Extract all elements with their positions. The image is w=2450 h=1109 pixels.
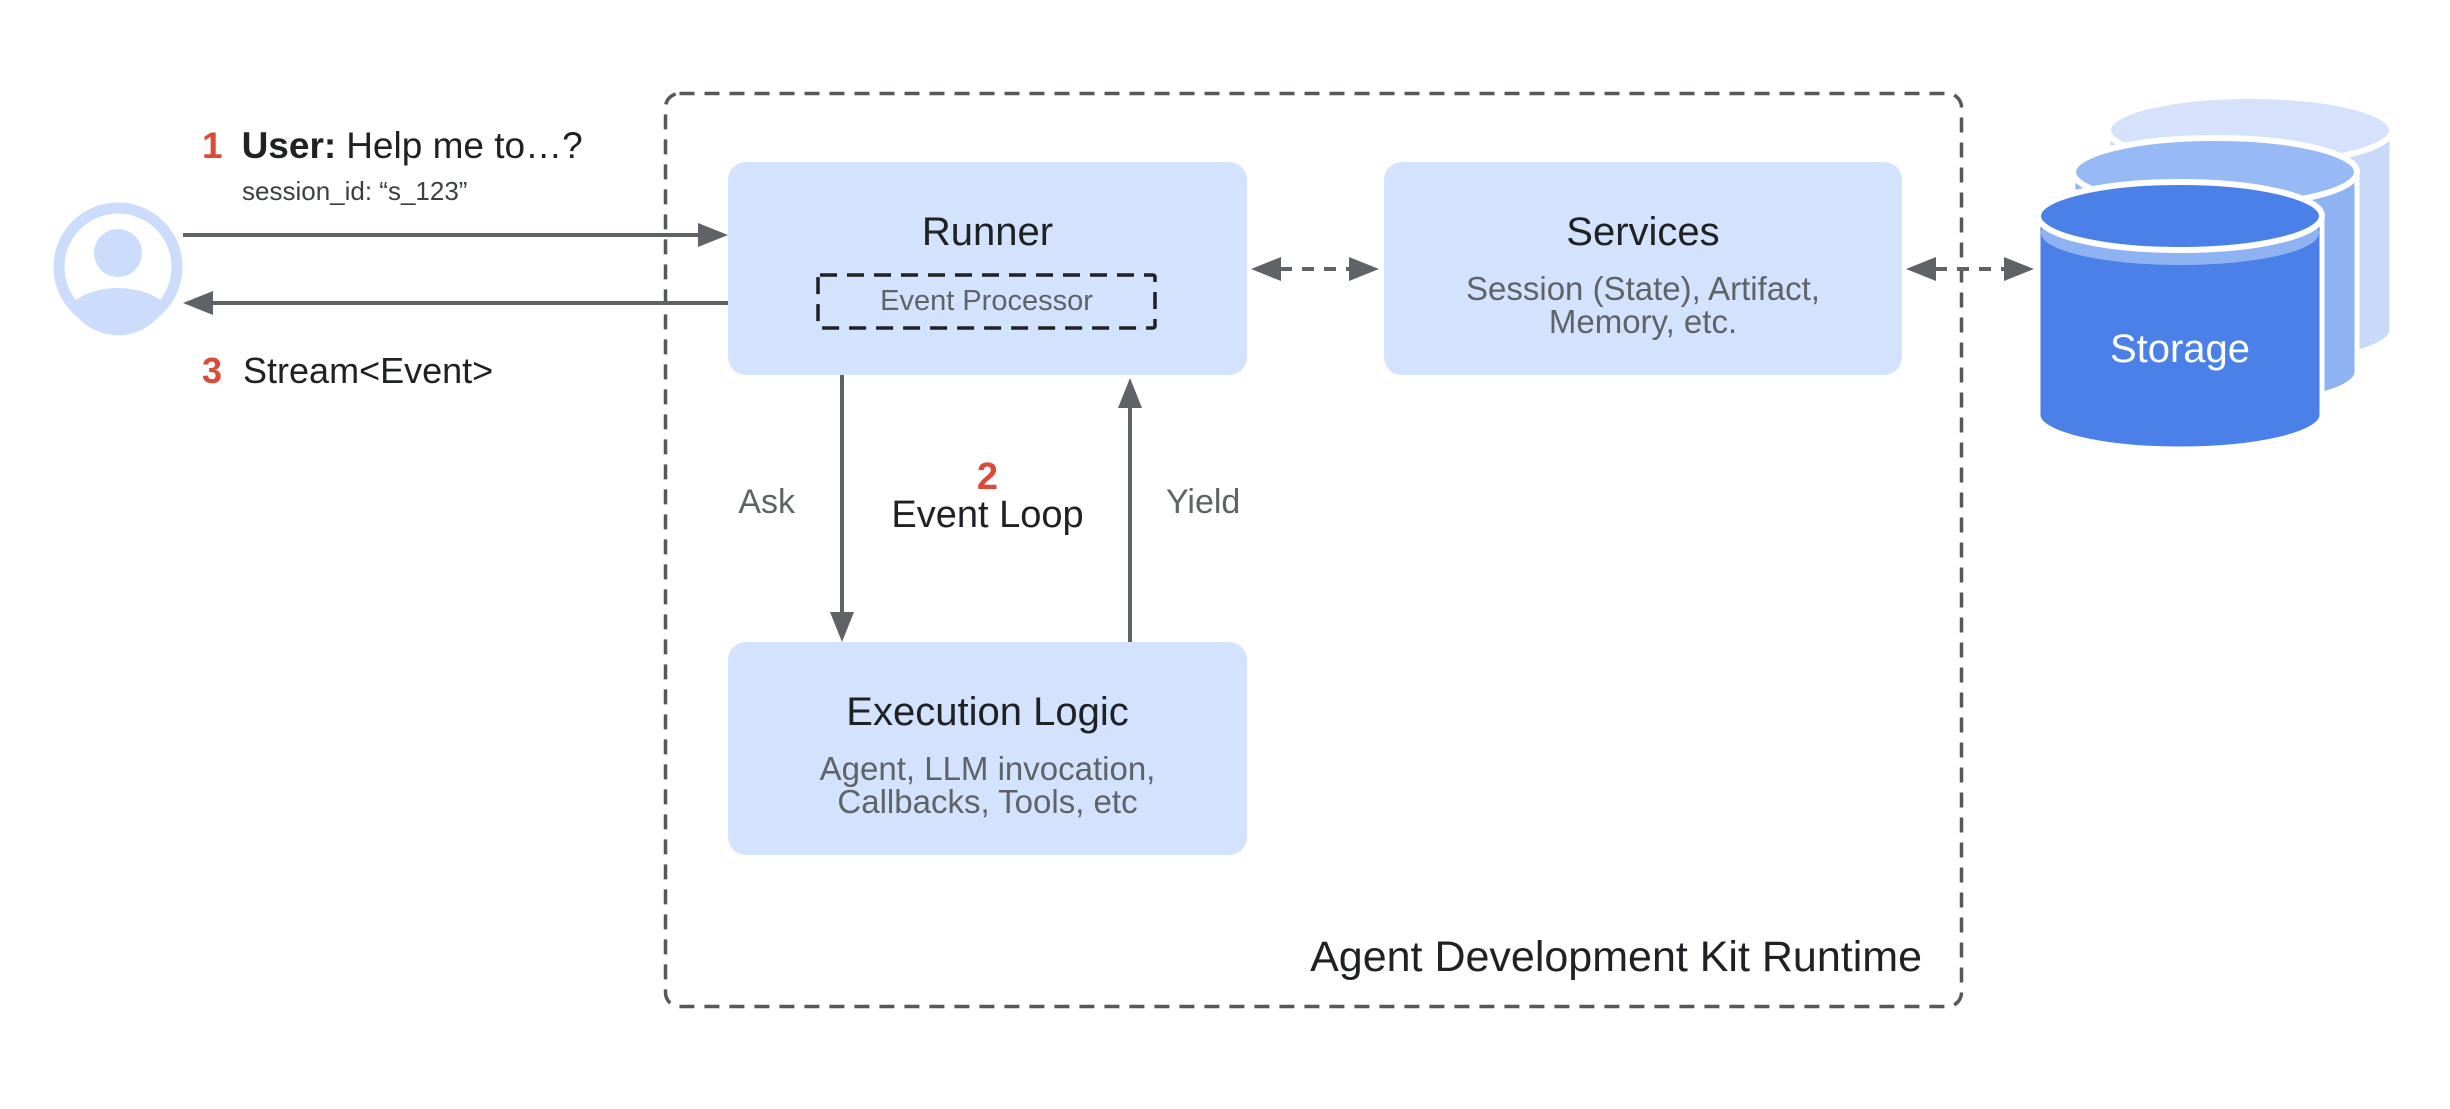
storage-label: Storage (2109, 327, 2251, 371)
avatar-shoulders (70, 288, 166, 336)
user-avatar-icon (53, 202, 183, 336)
event-processor-label: Event Processor (880, 285, 1093, 317)
services-subtitle-line2: Memory, etc. (1548, 303, 1738, 340)
step3-label: Stream<Event> (243, 350, 494, 391)
runtime-boundary-label: Agent Development Kit Runtime (1310, 933, 1922, 981)
step1-number: 1 (202, 125, 223, 166)
runner-title: Runner (921, 210, 1054, 254)
session-id-label: session_id: “s_123” (242, 176, 468, 206)
step1-actor: User: (241, 125, 337, 166)
event-loop-annotation: 2 Event Loop (728, 458, 1247, 534)
runner-box (728, 162, 1247, 375)
arrow-runner-services (1251, 257, 1379, 281)
avatar-ring (53, 202, 183, 332)
execution-logic-subtitle-line1: Agent, LLM invocation, (819, 750, 1156, 787)
step3-number: 3 (202, 350, 223, 391)
execution-logic-subtitle: Agent, LLM invocation, Callbacks, Tools,… (728, 752, 1247, 818)
step2-number: 2 (976, 456, 999, 498)
step1-message: Help me to…? (346, 125, 583, 166)
avatar-head (94, 229, 142, 277)
database-cylinders-icon (2035, 93, 2395, 452)
step3-annotation: 3 Stream<Event> (202, 353, 493, 389)
arrow-services-storage (1906, 257, 2034, 281)
execution-logic-title: Execution Logic (846, 690, 1129, 734)
services-title: Services (1566, 210, 1720, 254)
event-loop-label: Event Loop (891, 494, 1084, 536)
step1-annotation: 1 User:Help me to…? (202, 127, 583, 164)
services-box (1384, 162, 1902, 375)
storage-cylinder-front (2035, 179, 2325, 452)
services-subtitle-line1: Session (State), Artifact, (1466, 270, 1820, 307)
arrow-runner-to-user (183, 291, 728, 315)
execution-logic-box (728, 642, 1247, 855)
arrow-user-to-runner (183, 223, 728, 247)
storage-cylinder-back (2105, 93, 2395, 367)
ask-label: Ask (738, 483, 795, 521)
yield-label: Yield (1166, 483, 1241, 521)
execution-logic-subtitle-line2: Callbacks, Tools, etc (837, 783, 1138, 820)
services-subtitle: Session (State), Artifact, Memory, etc. (1384, 272, 1902, 338)
